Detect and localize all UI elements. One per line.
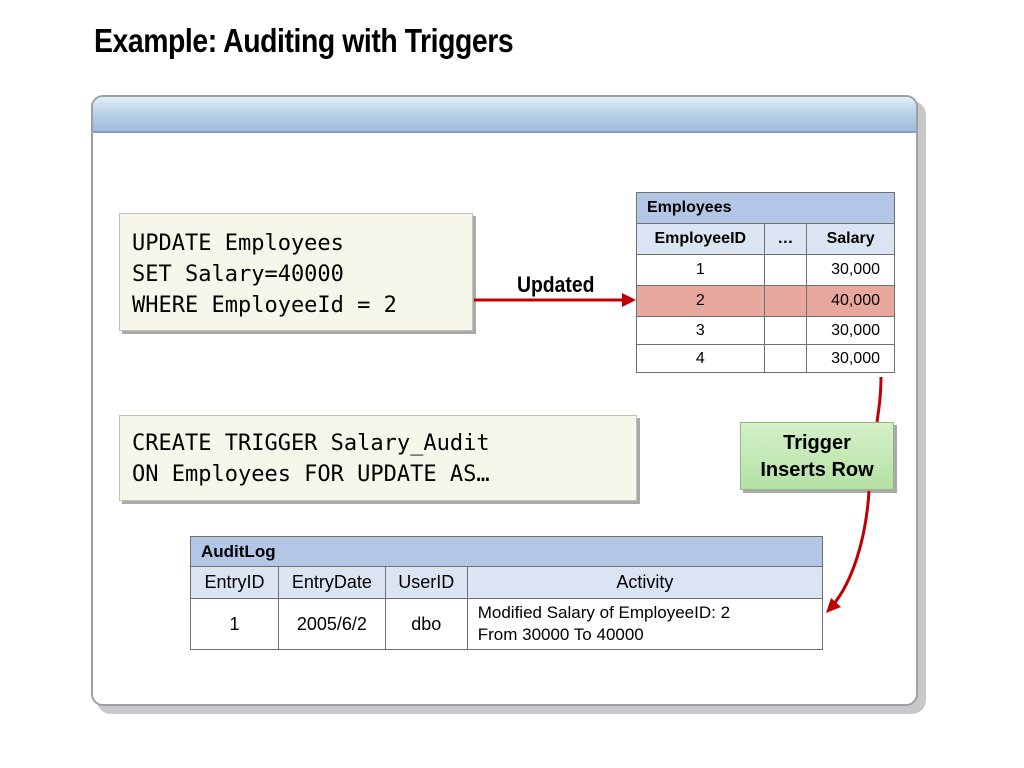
employee-id-cell: 4 — [636, 344, 765, 373]
ellipsis-cell — [763, 316, 808, 345]
create-trigger-box: CREATE TRIGGER Salary_Audit ON Employees… — [119, 415, 637, 501]
trigger-box-line: Inserts Row — [760, 459, 874, 481]
ellipsis-cell — [763, 254, 808, 286]
update-statement-box: UPDATE Employees SET Salary=40000 WHERE … — [119, 213, 473, 331]
employees-table: Employees EmployeeID … Salary 1 30,000 2… — [636, 192, 895, 373]
auditlog-table: AuditLog EntryID EntryDate UserID Activi… — [190, 536, 824, 650]
panel-header-bar — [93, 97, 916, 133]
activity-line: From 30000 To 40000 — [477, 625, 644, 644]
column-header-ellipsis: … — [763, 223, 808, 255]
updated-label: Updated — [517, 272, 595, 297]
code-line: CREATE TRIGGER Salary_Audit — [132, 431, 490, 456]
table-row: 1 2005/6/2 dbo Modified Salary of Employ… — [190, 598, 824, 650]
entry-id-cell: 1 — [190, 598, 279, 650]
employee-id-cell: 2 — [636, 285, 765, 317]
entry-date-cell: 2005/6/2 — [277, 598, 386, 650]
column-header-activity: Activity — [466, 566, 824, 599]
user-id-cell: dbo — [384, 598, 468, 650]
trigger-inserts-row-box: Trigger Inserts Row — [740, 422, 894, 490]
employee-id-cell: 1 — [636, 254, 765, 286]
table-row-updated: 2 40,000 — [636, 285, 895, 317]
salary-cell: 30,000 — [806, 344, 895, 373]
table-row: 1 30,000 — [636, 254, 895, 286]
column-header-userid: UserID — [384, 566, 468, 599]
salary-cell: 30,000 — [806, 316, 895, 345]
column-header-salary: Salary — [806, 223, 895, 255]
column-header-entryid: EntryID — [190, 566, 279, 599]
table-row: 3 30,000 — [636, 316, 895, 345]
code-line: SET Salary=40000 — [132, 262, 344, 287]
activity-cell: Modified Salary of EmployeeID: 2 From 30… — [466, 598, 824, 650]
code-line: UPDATE Employees — [132, 231, 344, 256]
page-title: Example: Auditing with Triggers — [94, 22, 514, 59]
auditlog-table-caption: AuditLog — [190, 536, 823, 567]
code-line: ON Employees FOR UPDATE AS… — [132, 462, 490, 487]
trigger-arrow — [826, 376, 883, 613]
trigger-box-line: Trigger — [783, 432, 851, 454]
updated-arrow — [474, 293, 636, 307]
column-header-entrydate: EntryDate — [277, 566, 386, 599]
salary-cell: 30,000 — [806, 254, 895, 286]
table-row: 4 30,000 — [636, 344, 895, 373]
activity-line: Modified Salary of EmployeeID: 2 — [477, 603, 731, 622]
code-line: WHERE EmployeeId = 2 — [132, 293, 397, 318]
salary-cell: 40,000 — [806, 285, 895, 317]
